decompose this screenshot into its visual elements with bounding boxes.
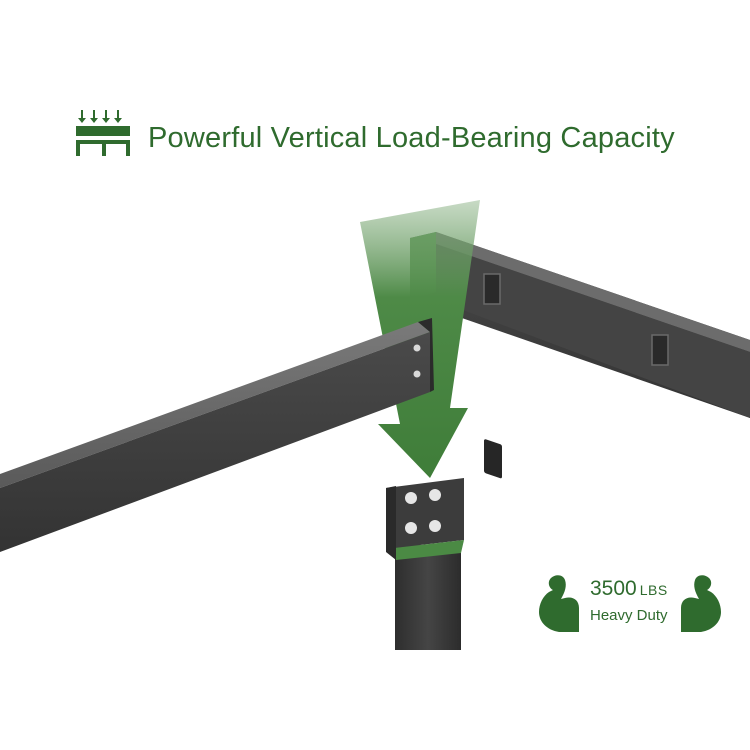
rail-slot <box>651 334 669 366</box>
rail-bolt-hole <box>413 344 421 352</box>
bracket-hole <box>405 492 417 504</box>
flexed-arm-icon <box>539 575 579 632</box>
right-rail <box>410 232 750 479</box>
bracket-hole <box>429 489 441 501</box>
bracket-hole <box>405 522 417 534</box>
headline-text: Powerful Vertical Load-Bearing Capacity <box>148 121 675 154</box>
rail-slot <box>483 273 501 305</box>
weight-unit: LBS <box>639 582 668 598</box>
load-bearing-icon <box>76 110 130 156</box>
flexed-arm-icon <box>681 575 721 632</box>
weight-value: 3500 <box>590 577 637 600</box>
badge-subtitle: Heavy Duty <box>590 607 668 624</box>
support-leg <box>386 478 464 650</box>
headline: Powerful Vertical Load-Bearing Capacity <box>72 108 675 168</box>
left-rail <box>0 318 434 552</box>
bracket-hole <box>429 520 441 532</box>
rail-bolt-hole <box>413 370 421 378</box>
